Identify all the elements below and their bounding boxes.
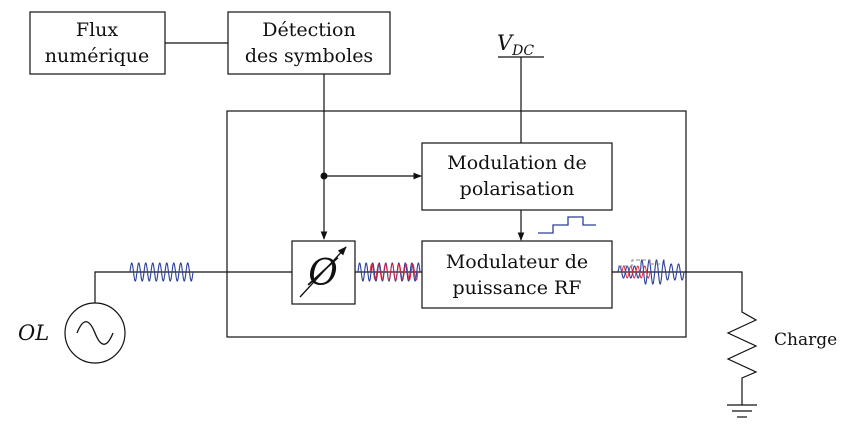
transmitter-enclosure [226,110,687,338]
rf-output-wire [612,271,743,303]
phase-modulated-waveform [357,262,421,282]
bias-step-waveform [538,216,596,234]
lo-carrier-waveform [129,262,194,282]
modulateur-label-line2: puissance RF [453,277,582,299]
modulation-polarisation-block [421,142,613,211]
ol-label: OL [18,321,49,345]
detection-symboles-block [227,11,391,75]
modulateur-label-line1: Modulateur de [446,251,588,273]
vdc-label: VDC [497,31,534,59]
load-resistor [726,303,758,405]
modulateur-puissance-block [421,240,613,309]
phase-adjust-arrow [299,246,347,298]
lo-signal-wire [94,271,292,303]
sine-icon [76,321,114,345]
polarisation-label-line1: Modulation de [447,152,587,174]
flux-label-line1: Flux [76,19,118,41]
detection-label-line1: Détection [262,19,355,41]
charge-label: Charge [774,330,837,350]
vdc-subscript: DC [511,43,534,59]
polarisation-label-line2: polarisation [460,178,575,200]
flux-label-line2: numérique [45,45,150,67]
ground-icon [727,404,757,418]
rf-output-waveform [617,259,685,285]
vdc-main: V [497,31,514,55]
detection-label-line2: des symboles [245,45,373,67]
